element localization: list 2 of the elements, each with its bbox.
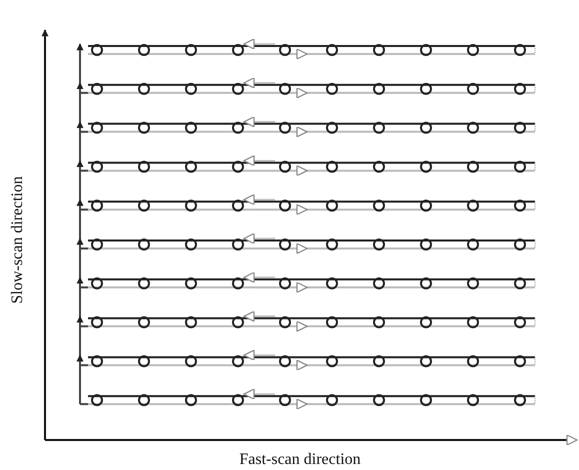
- axis-label: Fast-scan direction: [239, 451, 361, 469]
- axis-label: Slow-scan direction: [9, 176, 27, 304]
